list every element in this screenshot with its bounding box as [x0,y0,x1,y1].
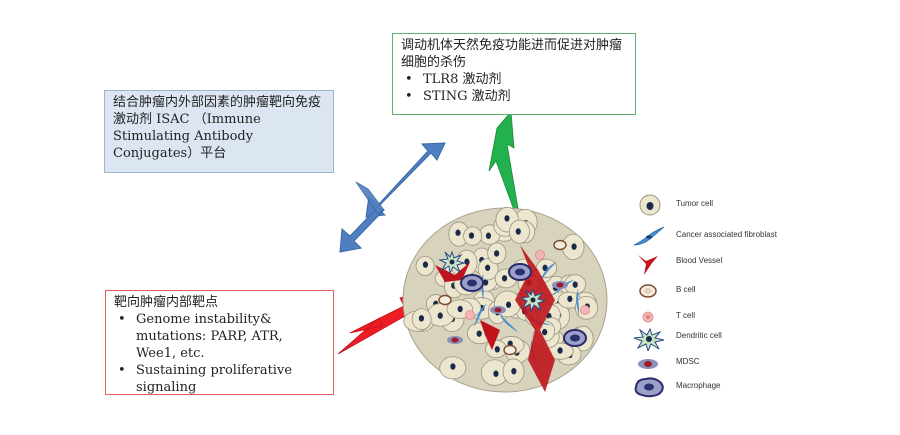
b-cell [438,294,452,306]
tumor-cell-nucleus [476,330,482,337]
list-item: Genome instability& mutations: PARP, ATR… [118,311,325,362]
tumor-cell-nucleus [455,229,461,236]
mdsc-nucleus [494,307,502,313]
legend-item-dendritic-cell: Dendritic cell [630,327,800,351]
t-cell [535,250,545,260]
tumor-cell-nucleus [464,258,470,265]
tumor-cell-nucleus [501,275,508,282]
tumor-cell-nucleus [418,315,425,322]
mdsc-nucleus [556,282,564,288]
list-item: TLR8 激动剂 [405,71,627,88]
tumor-cell-nucleus [493,370,499,377]
legend-item-macrophage: Macrophage [630,375,800,399]
tumor-cell-nucleus [511,367,517,375]
legend-item-blood-vessel: Blood Vessel [630,251,800,275]
internal-targets-list: Genome instability& mutations: PARP, ATR… [114,311,325,396]
b-cell [553,239,567,251]
dendritic-cell-nucleus [530,297,536,303]
t-cell [580,305,590,315]
legend-label: Macrophage [676,381,721,390]
tumor-cell-nucleus [504,215,510,222]
fibroblast-icon [633,226,665,246]
green-lightning-arrow [488,111,523,233]
tumor-cell-nucleus [494,250,500,257]
legend-label: Tumor cell [676,199,714,208]
tumor-cell-nucleus [485,264,491,271]
t-cell [465,310,475,320]
fibroblast [499,312,519,333]
b-cell [503,344,517,356]
tumor-cell-nucleus [542,264,548,272]
tumor-cell-nucleus [505,301,512,308]
internal-targets-box: 靶向肿瘤内部靶点 Genome instability& mutations: … [105,290,334,395]
legend-item-fibroblast: Cancer associated fibroblast [630,225,800,249]
tumor-cell-nucleus [485,232,492,239]
tumor-cell-icon [639,194,661,216]
blood-vessel [480,320,500,350]
innate-immunity-title: 调动机体天然免疫功能进而促进对肿瘤细胞的杀伤 [401,38,623,70]
legend-item-tumor-cell: Tumor cell [630,193,800,217]
legend-label: Dendritic cell [676,331,722,340]
blood-vessel [515,245,555,392]
internal-targets-title: 靶向肿瘤内部靶点 [114,295,219,310]
tumor-cell-nucleus [571,243,577,250]
innate-immunity-list: TLR8 激动剂 STING 激动剂 [401,71,627,105]
blood-vessel [435,262,470,282]
tumor-mass [402,206,608,393]
macrophage-nucleus [467,279,477,287]
blood-vessel-icon [638,255,658,275]
b-cell-icon [639,284,657,298]
blue-double-arrow [339,142,446,253]
fibroblast [525,316,552,326]
t-cell-icon [642,311,654,323]
macrophage-nucleus [570,334,580,342]
legend-label: MDSC [676,357,700,366]
fibroblast [538,261,557,282]
legend-label: B cell [676,285,696,294]
tumor-cell-nucleus [515,228,521,235]
tumor-cell-nucleus [450,363,456,370]
list-item: Sustaining proliferative signaling [118,362,325,396]
innate-immunity-box: 调动机体天然免疫功能进而促进对肿瘤细胞的杀伤 TLR8 激动剂 STING 激动… [392,33,636,115]
tumor-cell-nucleus [437,312,443,319]
tumor-cell-nucleus [567,295,573,303]
isac-platform-box: 结合肿瘤内外部因素的肿瘤靶向免疫激动剂 ISAC （Immune Stimula… [104,90,334,173]
fibroblast [552,279,575,296]
isac-platform-text: 结合肿瘤内外部因素的肿瘤靶向免疫激动剂 ISAC （Immune Stimula… [113,95,322,161]
fibroblast [473,303,487,328]
legend-label: T cell [676,311,695,320]
dendritic-cell-icon [633,327,665,351]
legend-item-mdsc: MDSC [630,351,800,375]
macrophage-icon [634,377,664,398]
tumor-cell-nucleus [542,328,548,336]
tumor-cell-nucleus [457,305,463,313]
mdsc-icon [638,359,658,369]
fibroblast [576,288,580,317]
legend-item-t-cell: T cell [630,305,800,329]
tumor-cell-nucleus [572,281,578,288]
tumor-cell-nucleus [557,347,563,354]
list-item: STING 激动剂 [405,88,627,105]
dendritic-cell-nucleus [449,259,455,265]
tumor-cell-nucleus [422,261,429,268]
tumor-cell-nucleus [494,346,500,353]
legend-item-b-cell: B cell [630,279,800,303]
mdsc-nucleus [451,337,459,343]
legend-label: Blood Vessel [676,256,723,265]
tumor-cell-nucleus [483,279,489,286]
legend-label: Cancer associated fibroblast [676,230,777,239]
macrophage-nucleus [515,268,525,276]
tumor-cell-nucleus [468,232,475,239]
